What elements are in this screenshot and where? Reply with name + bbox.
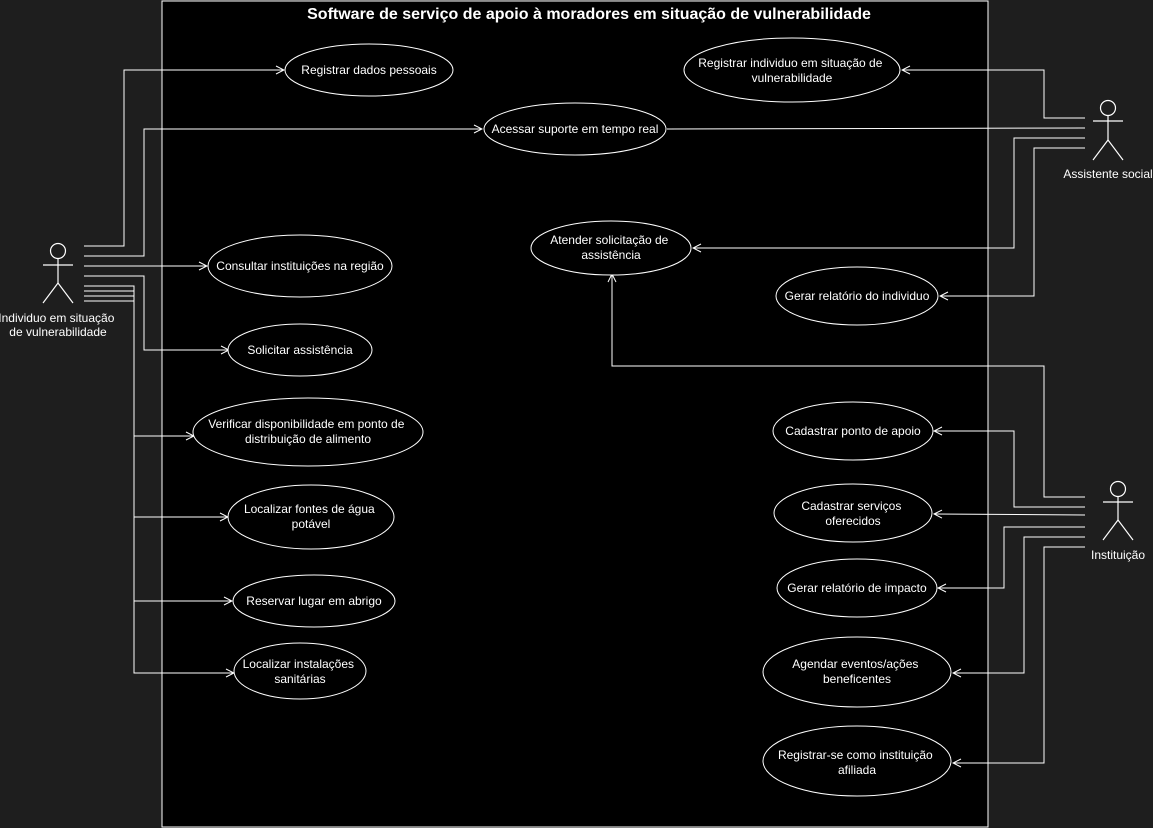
- usecase-cadastrar-servicos: Cadastrar serviços oferecidos: [773, 483, 933, 543]
- connector-registrar-individuo: [902, 70, 1085, 119]
- usecase-agendar-eventos: Agendar eventos/ações beneficentes: [762, 636, 952, 708]
- connector-gerar-relatorio-individuo: [940, 147, 1085, 296]
- actor-label-assistente: Assistente social: [1063, 167, 1152, 181]
- connector-registrar-instituicao: [953, 546, 1085, 763]
- usecase-gerar-relatorio-impacto: Gerar relatório de impacto: [776, 558, 938, 618]
- diagram-title: Software de serviço de apoio à moradores…: [307, 6, 871, 23]
- svg-text:Cadastrar serviços ofere: Cadastrar serviços oferecidos: [801, 499, 904, 528]
- svg-text:Atender solicitação de a: Atender solicitação de assistência: [550, 233, 671, 262]
- usecase-registrar-instituicao: Registrar-se como instituição afiliada: [762, 725, 952, 797]
- svg-text:Consultar instituições na regi: Consultar instituições na região: [216, 259, 384, 273]
- connector-solicitar-assistencia: [84, 275, 229, 350]
- usecase-gerar-relatorio-individuo: Gerar relatório do individuo: [775, 266, 939, 326]
- actor-label-instituicao: Instituição: [1091, 548, 1145, 562]
- svg-text:Solicitar assistência: Solicitar assistência: [247, 343, 353, 357]
- svg-text:Verificar disponibilidade em p: Verificar disponibilidade em ponto de di…: [208, 417, 407, 446]
- svg-text:Registrar-se como instituição: Registrar-se como instituição afiliada: [778, 748, 936, 777]
- svg-text:Reservar lugar em abrigo: Reservar lugar em abrigo: [246, 594, 382, 608]
- usecase-atender-solicitacao: Atender solicitação de assistência: [530, 220, 692, 276]
- connector-agendar-eventos: [953, 536, 1085, 673]
- connector-localizar-sanitarias: [84, 300, 234, 673]
- usecase-verificar-disponibilidade: Verificar disponibilidade em ponto de di…: [192, 397, 424, 467]
- connector-registrar-dados: [84, 70, 284, 247]
- usecase-localizar-agua: Localizar fontes de água potável: [227, 484, 395, 550]
- stick-figure-icon: [1092, 99, 1124, 161]
- usecase-cadastrar-ponto: Cadastrar ponto de apoio: [772, 401, 934, 461]
- actor-instituicao: Instituição: [1091, 480, 1145, 562]
- actor-assistente-social: Assistente social: [1063, 99, 1153, 181]
- usecase-consultar-instituicoes: Consultar instituições na região: [207, 234, 393, 298]
- svg-text:Gerar relatório do individuo: Gerar relatório do individuo: [785, 289, 930, 303]
- svg-text:Registrar individuo em situaçã: Registrar individuo em situação de vulne…: [698, 56, 885, 85]
- stick-figure-icon: [1102, 480, 1134, 541]
- svg-text:Localizar fontes de água: Localizar fontes de água potável: [244, 502, 378, 531]
- stick-figure-icon: [42, 242, 74, 304]
- svg-text:Gerar relatório de impacto: Gerar relatório de impacto: [787, 581, 927, 595]
- svg-text:Registrar dados pessoais: Registrar dados pessoais: [301, 63, 436, 77]
- actor-individuo: Individuo em situação de vulnerabilidade: [0, 242, 118, 339]
- usecase-reservar-abrigo: Reservar lugar em abrigo: [232, 574, 396, 628]
- connector-cadastrar-servicos: [934, 514, 1086, 515]
- svg-text:Acessar suporte em tempo real: Acessar suporte em tempo real: [492, 122, 659, 136]
- connector-atender-solicitacao: [693, 137, 1085, 248]
- svg-text:Localizar instalações sa: Localizar instalações sanitárias: [243, 657, 358, 686]
- svg-text:Cadastrar ponto de apoio: Cadastrar ponto de apoio: [785, 424, 921, 438]
- connector-assistente-acessar-suporte: [666, 127, 1086, 130]
- svg-text:Agendar eventos/ações be: Agendar eventos/ações beneficentes: [792, 657, 921, 686]
- actor-label-individuo: Individuo em situação de vulnerabilidade: [0, 311, 118, 339]
- connector-acessar-suporte: [84, 129, 482, 257]
- usecase-registrar-individuo: Registrar individuo em situação de vulne…: [683, 37, 901, 103]
- usecase-solicitar-assistencia: Solicitar assistência: [227, 323, 373, 377]
- connector-gerar-relatorio-impacto: [938, 526, 1085, 588]
- connector-instituicao-atender-solicitacao: [612, 274, 1085, 498]
- usecase-registrar-dados: Registrar dados pessoais: [284, 43, 454, 97]
- connector-cadastrar-ponto: [934, 431, 1085, 508]
- usecase-localizar-sanitarias: Localizar instalações sanitárias: [233, 642, 367, 700]
- usecase-acessar-suporte: Acessar suporte em tempo real: [483, 102, 667, 156]
- connectors: [84, 70, 1086, 763]
